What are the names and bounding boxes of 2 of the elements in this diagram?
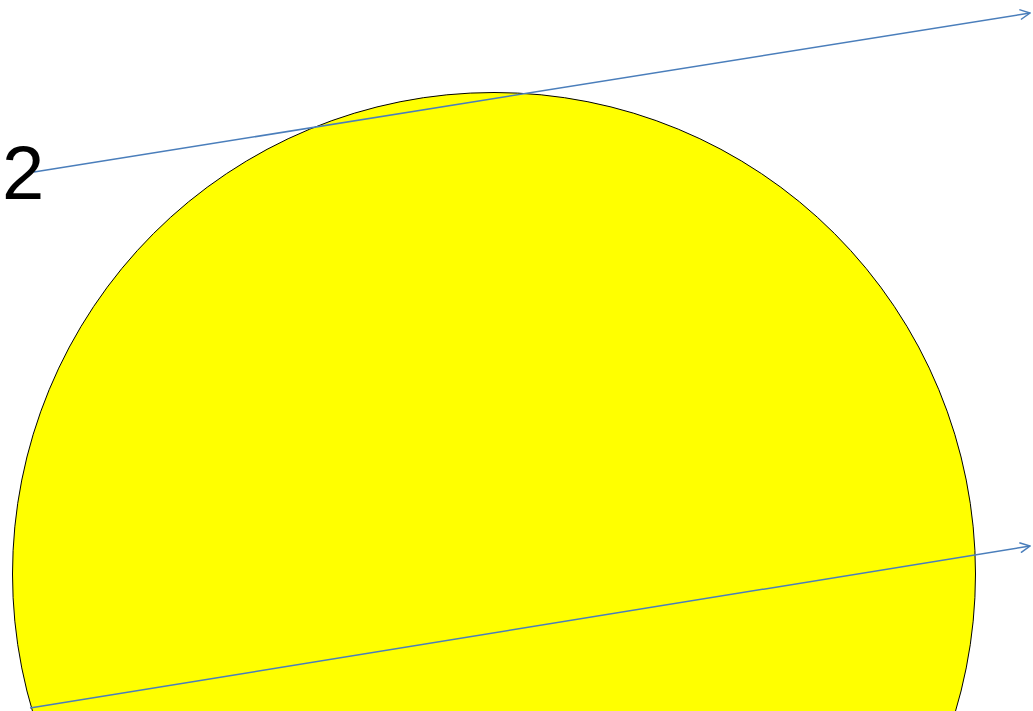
arrow — [33, 8, 1031, 173]
arrow — [29, 541, 1031, 709]
